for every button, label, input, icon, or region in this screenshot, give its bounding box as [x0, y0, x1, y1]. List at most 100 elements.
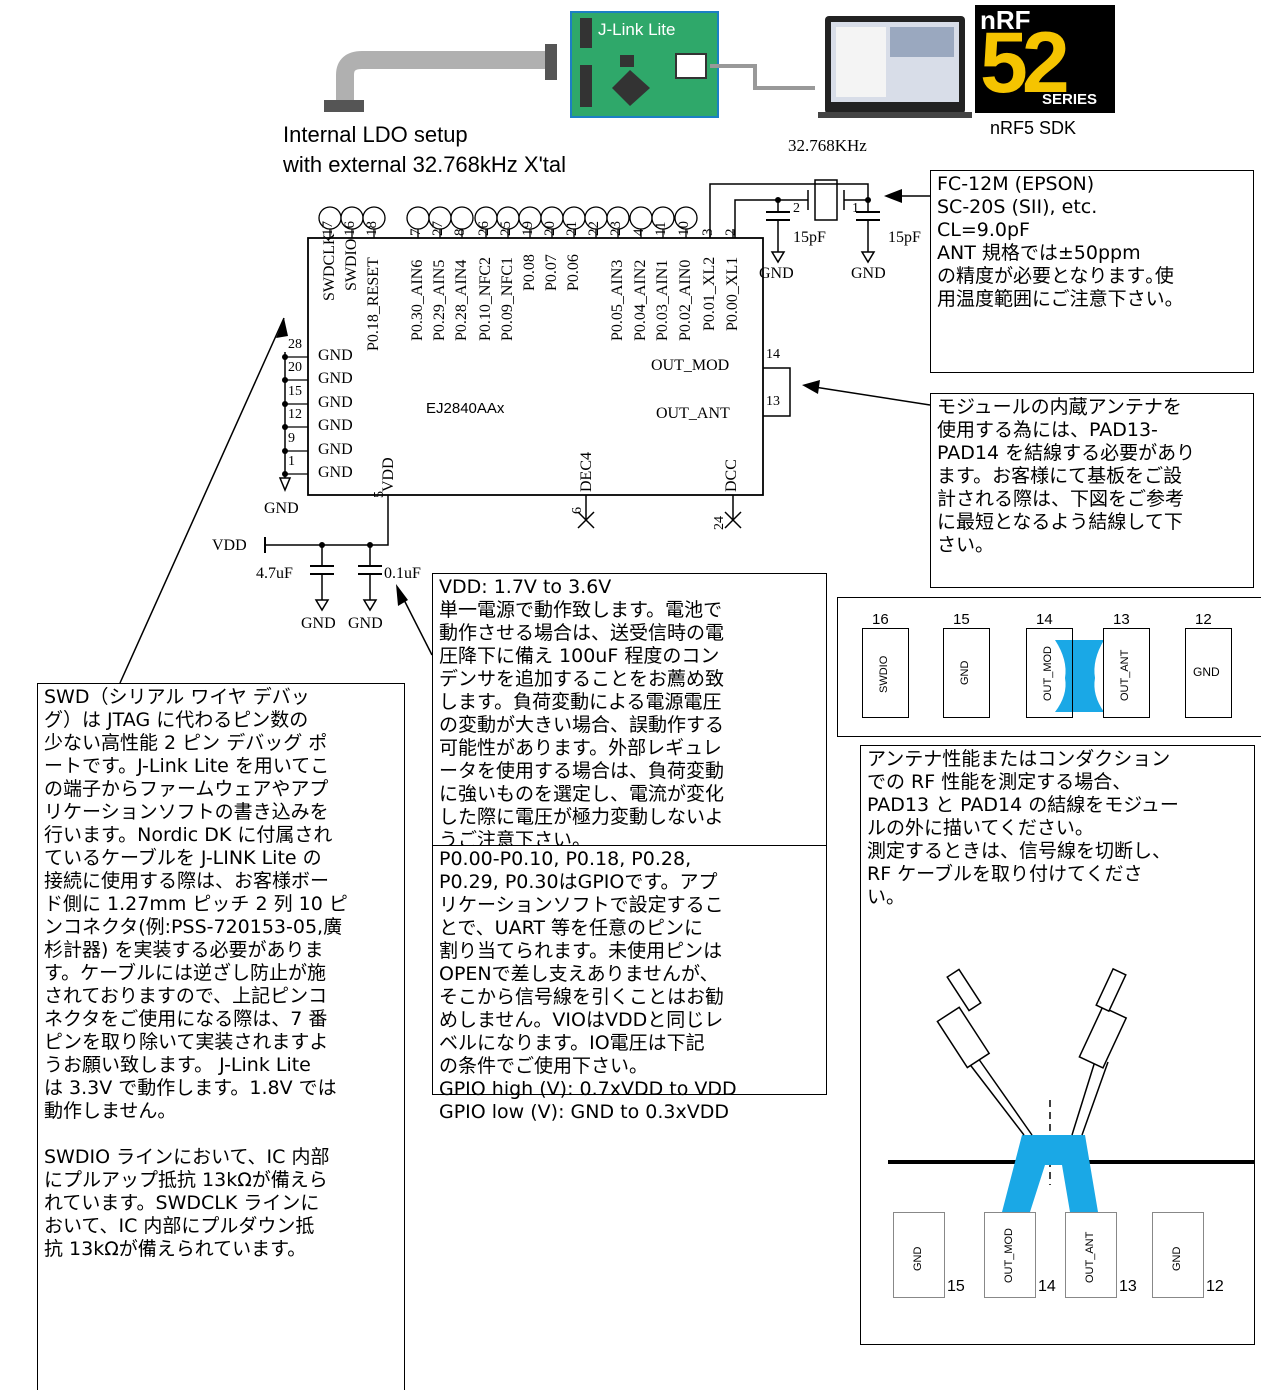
- cap-0.1uf-label: 0.1uF: [384, 565, 421, 582]
- pad-layout-box: [837, 597, 1261, 737]
- jlink-chip-4: [612, 70, 650, 106]
- pad-16: [862, 628, 909, 718]
- arrow-swd: [119, 317, 285, 684]
- gnd-label: GND: [348, 615, 383, 632]
- pad-14: [984, 1212, 1036, 1298]
- pad-13: [1065, 1212, 1117, 1298]
- pad-name: GND: [1171, 1246, 1183, 1271]
- pin-name-gnd: GND: [318, 441, 353, 458]
- jlink-chip-2: [580, 65, 592, 107]
- cap-15pf-label: 15pF: [793, 229, 826, 246]
- laptop-window: [836, 27, 886, 97]
- gnd-label: GND: [759, 265, 794, 282]
- debug-cable: [336, 51, 548, 108]
- pad-number: 13: [1113, 611, 1130, 628]
- pin-name-gnd: GND: [318, 464, 353, 481]
- pad-link-bottom: [1002, 1135, 1098, 1212]
- arrow-head: [884, 189, 902, 203]
- gnd-label: GND: [264, 500, 299, 517]
- vdd-trace: [265, 520, 389, 546]
- node-dot: [865, 197, 871, 203]
- usb-cable: [710, 64, 815, 90]
- jlink-usb-port: [675, 53, 707, 79]
- pin-name-gnd: GND: [318, 417, 353, 434]
- pin-name-gnd: GND: [318, 347, 353, 364]
- gnd-label: GND: [851, 265, 886, 282]
- pin-number: 15: [288, 384, 302, 399]
- pin-name-out-ant: OUT_ANT: [656, 405, 730, 422]
- gnd-symbol: [362, 599, 378, 612]
- vdd-label: VDD: [212, 537, 247, 554]
- pad-link-top: [1055, 640, 1104, 712]
- pad-12: [1152, 1212, 1204, 1298]
- node-dot: [282, 424, 288, 430]
- pin-number: 20: [288, 360, 302, 375]
- chip-body: [307, 237, 764, 496]
- nrf-logo-top: nRF: [980, 5, 1031, 35]
- pad-15: [943, 628, 990, 718]
- setup-title-2: with external 32.768kHz X'tal: [283, 152, 567, 177]
- pad-12: [1185, 628, 1232, 718]
- pad-name: GND: [1193, 665, 1220, 679]
- node-dot: [775, 197, 781, 203]
- crystal-pin-2: 2: [793, 201, 800, 216]
- sdk-label: nRF5 SDK: [990, 118, 1077, 138]
- jlink-chip-1: [580, 18, 592, 48]
- rf-probe-left: [936, 968, 1033, 1136]
- laptop-base: [818, 112, 972, 118]
- no-connect-dcc: [724, 511, 742, 529]
- node-dot: [282, 401, 288, 407]
- node-dot: [282, 471, 288, 477]
- laptop-window-2: [890, 27, 954, 57]
- pad-name: SWDIO: [878, 655, 890, 693]
- note-gpio: P0.00-P0.10, P0.18, P0.28, P0.29, P0.30は…: [432, 845, 827, 1123]
- cap-4.7uf-label: 4.7uF: [256, 565, 293, 582]
- node-dot: [282, 354, 288, 360]
- pad-number: 15: [947, 1278, 965, 1295]
- pin-number: 14: [766, 347, 780, 362]
- pad-name: GND: [912, 1246, 924, 1271]
- crystal-frequency: 32.768KHz: [788, 136, 867, 155]
- setup-title-1: Internal LDO setup: [283, 122, 468, 147]
- pad-number: 14: [1036, 611, 1053, 628]
- note-vdd: VDD: 1.7V to 3.6V 単一電源で動作致します。電池で 動作させる場…: [432, 573, 827, 898]
- nrf-logo-series: SERIES: [1042, 91, 1098, 108]
- antenna-bridge: [763, 367, 791, 417]
- pin-number: 13: [766, 394, 780, 409]
- gnd-symbol: [770, 251, 786, 264]
- arrow-head: [802, 380, 820, 394]
- pad-15: [893, 1212, 945, 1298]
- gnd-symbol-left: [278, 477, 292, 492]
- cable-plug: [545, 44, 557, 80]
- pad-number: 15: [953, 611, 970, 628]
- pad-number: 12: [1195, 611, 1212, 628]
- nrf52-logo: [975, 5, 1115, 113]
- crystal-trace-xl1: [734, 199, 779, 238]
- pad-name: GND: [959, 660, 971, 685]
- arrow-antenna: [807, 385, 931, 406]
- pad-14: [1026, 628, 1073, 718]
- jlink-label: J-Link Lite: [598, 20, 676, 39]
- note-swd: SWD（シリアル ワイヤ デバッ グ）は JTAG に代わるピン数の 少ない高性…: [37, 683, 405, 1390]
- pad-number: 12: [1206, 1278, 1224, 1295]
- pin-number: 12: [288, 407, 302, 422]
- rf-probe-right: [1071, 967, 1128, 1136]
- pad-name: OUT_MOD: [1003, 1228, 1015, 1283]
- arrow-head: [396, 584, 408, 606]
- node-dot: [282, 448, 288, 454]
- pad-number: 13: [1119, 1278, 1137, 1295]
- node-dot: [282, 377, 288, 383]
- no-connect-dec4: [577, 511, 595, 529]
- pin-name-out-mod: OUT_MOD: [651, 357, 730, 374]
- gnd-label: GND: [301, 615, 336, 632]
- pad-13: [1103, 628, 1150, 718]
- jlink-chip-3: [620, 55, 634, 67]
- pin-name-gnd: GND: [318, 394, 353, 411]
- pin-number: 1: [288, 454, 295, 469]
- crystal-pin-1: 1: [852, 201, 859, 216]
- pin-number: 9: [288, 431, 295, 446]
- pin-name-gnd: GND: [318, 370, 353, 387]
